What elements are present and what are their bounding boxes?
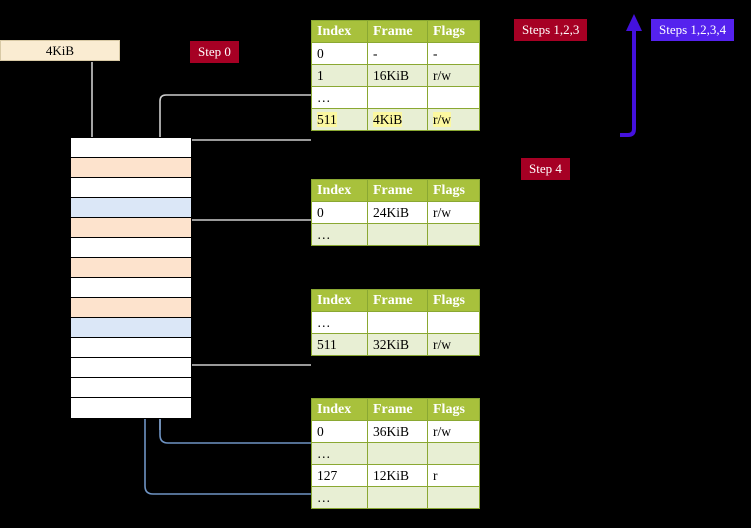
table-header-index: Index [311, 398, 368, 421]
cell-frame: 32KiB [367, 333, 428, 356]
bracket-arrow [620, 25, 636, 137]
memory-row [71, 158, 191, 178]
table-row: 0-- [311, 42, 480, 65]
badge-steps-1234: Steps 1,2,3,4 [651, 19, 735, 41]
memory-block-label: 4KiB [45, 42, 75, 58]
memory-row [71, 198, 191, 218]
table-header-frame: Frame [367, 398, 428, 421]
cell-index: 0 [311, 420, 368, 443]
cell-flags [427, 86, 480, 109]
cell-frame [367, 442, 428, 465]
cell-frame [367, 311, 428, 334]
cell-index: … [311, 486, 368, 509]
table-header-frame: Frame [367, 289, 428, 312]
badge-steps-123: Steps 1,2,3 [514, 19, 588, 41]
cell-flags: r [427, 464, 480, 487]
cell-index: 0 [311, 201, 368, 224]
memory-row [71, 258, 191, 278]
memory-row [71, 238, 191, 258]
table-header-flags: Flags [427, 179, 480, 202]
cell-flags: r/w [427, 108, 480, 131]
cell-flags [427, 311, 480, 334]
memory-row [71, 338, 191, 358]
badge-step-0: Step 0 [190, 41, 239, 63]
table-row: … [311, 486, 480, 509]
table-header-index: Index [311, 20, 368, 43]
cell-flags: - [427, 42, 480, 65]
memory-row [71, 318, 191, 338]
cell-index: 127 [311, 464, 368, 487]
cell-index: 0 [311, 42, 368, 65]
cell-frame [367, 223, 428, 246]
table-header-index: Index [311, 179, 368, 202]
table-row: … [311, 442, 480, 465]
cell-index: 1 [311, 64, 368, 87]
cell-frame: 16KiB [367, 64, 428, 87]
cell-index: … [311, 442, 368, 465]
cell-index: 511 [311, 333, 368, 356]
cell-frame: 4KiB [367, 108, 428, 131]
connector-t2-to-memory [177, 219, 311, 253]
memory-row [71, 398, 191, 418]
memory-row [71, 358, 191, 378]
table-header-flags: Flags [427, 398, 480, 421]
cell-frame: - [367, 42, 428, 65]
cell-frame: 36KiB [367, 420, 428, 443]
table-header-flags: Flags [427, 20, 480, 43]
memory-row [71, 138, 191, 158]
cell-flags: r/w [427, 201, 480, 224]
cell-flags: r/w [427, 64, 480, 87]
table-row: … [311, 223, 480, 246]
cell-frame [367, 486, 428, 509]
table-header-frame: Frame [367, 20, 428, 43]
cell-flags: r/w [427, 420, 480, 443]
memory-block-4kib: 4KiB [0, 40, 120, 61]
cell-flags [427, 442, 480, 465]
table-header-frame: Frame [367, 179, 428, 202]
table-row: … [311, 86, 480, 109]
cell-index: … [311, 223, 368, 246]
memory-column [70, 137, 192, 419]
connector-t3-to-memory [177, 315, 311, 366]
cell-flags [427, 486, 480, 509]
badge-step-4: Step 4 [521, 158, 570, 180]
memory-row [71, 298, 191, 318]
cell-index: … [311, 311, 368, 334]
table-row: … [311, 311, 480, 334]
table-header-flags: Flags [427, 289, 480, 312]
cell-frame: 12KiB [367, 464, 428, 487]
cell-flags: r/w [427, 333, 480, 356]
memory-row [71, 178, 191, 198]
cell-frame: 24KiB [367, 201, 428, 224]
cell-flags [427, 223, 480, 246]
cell-index: … [311, 86, 368, 109]
memory-row [71, 378, 191, 398]
memory-row [71, 278, 191, 298]
table-header-index: Index [311, 289, 368, 312]
memory-row [71, 218, 191, 238]
cell-index: 511 [311, 108, 368, 131]
bracket-arrowhead [626, 14, 642, 31]
cell-frame [367, 86, 428, 109]
